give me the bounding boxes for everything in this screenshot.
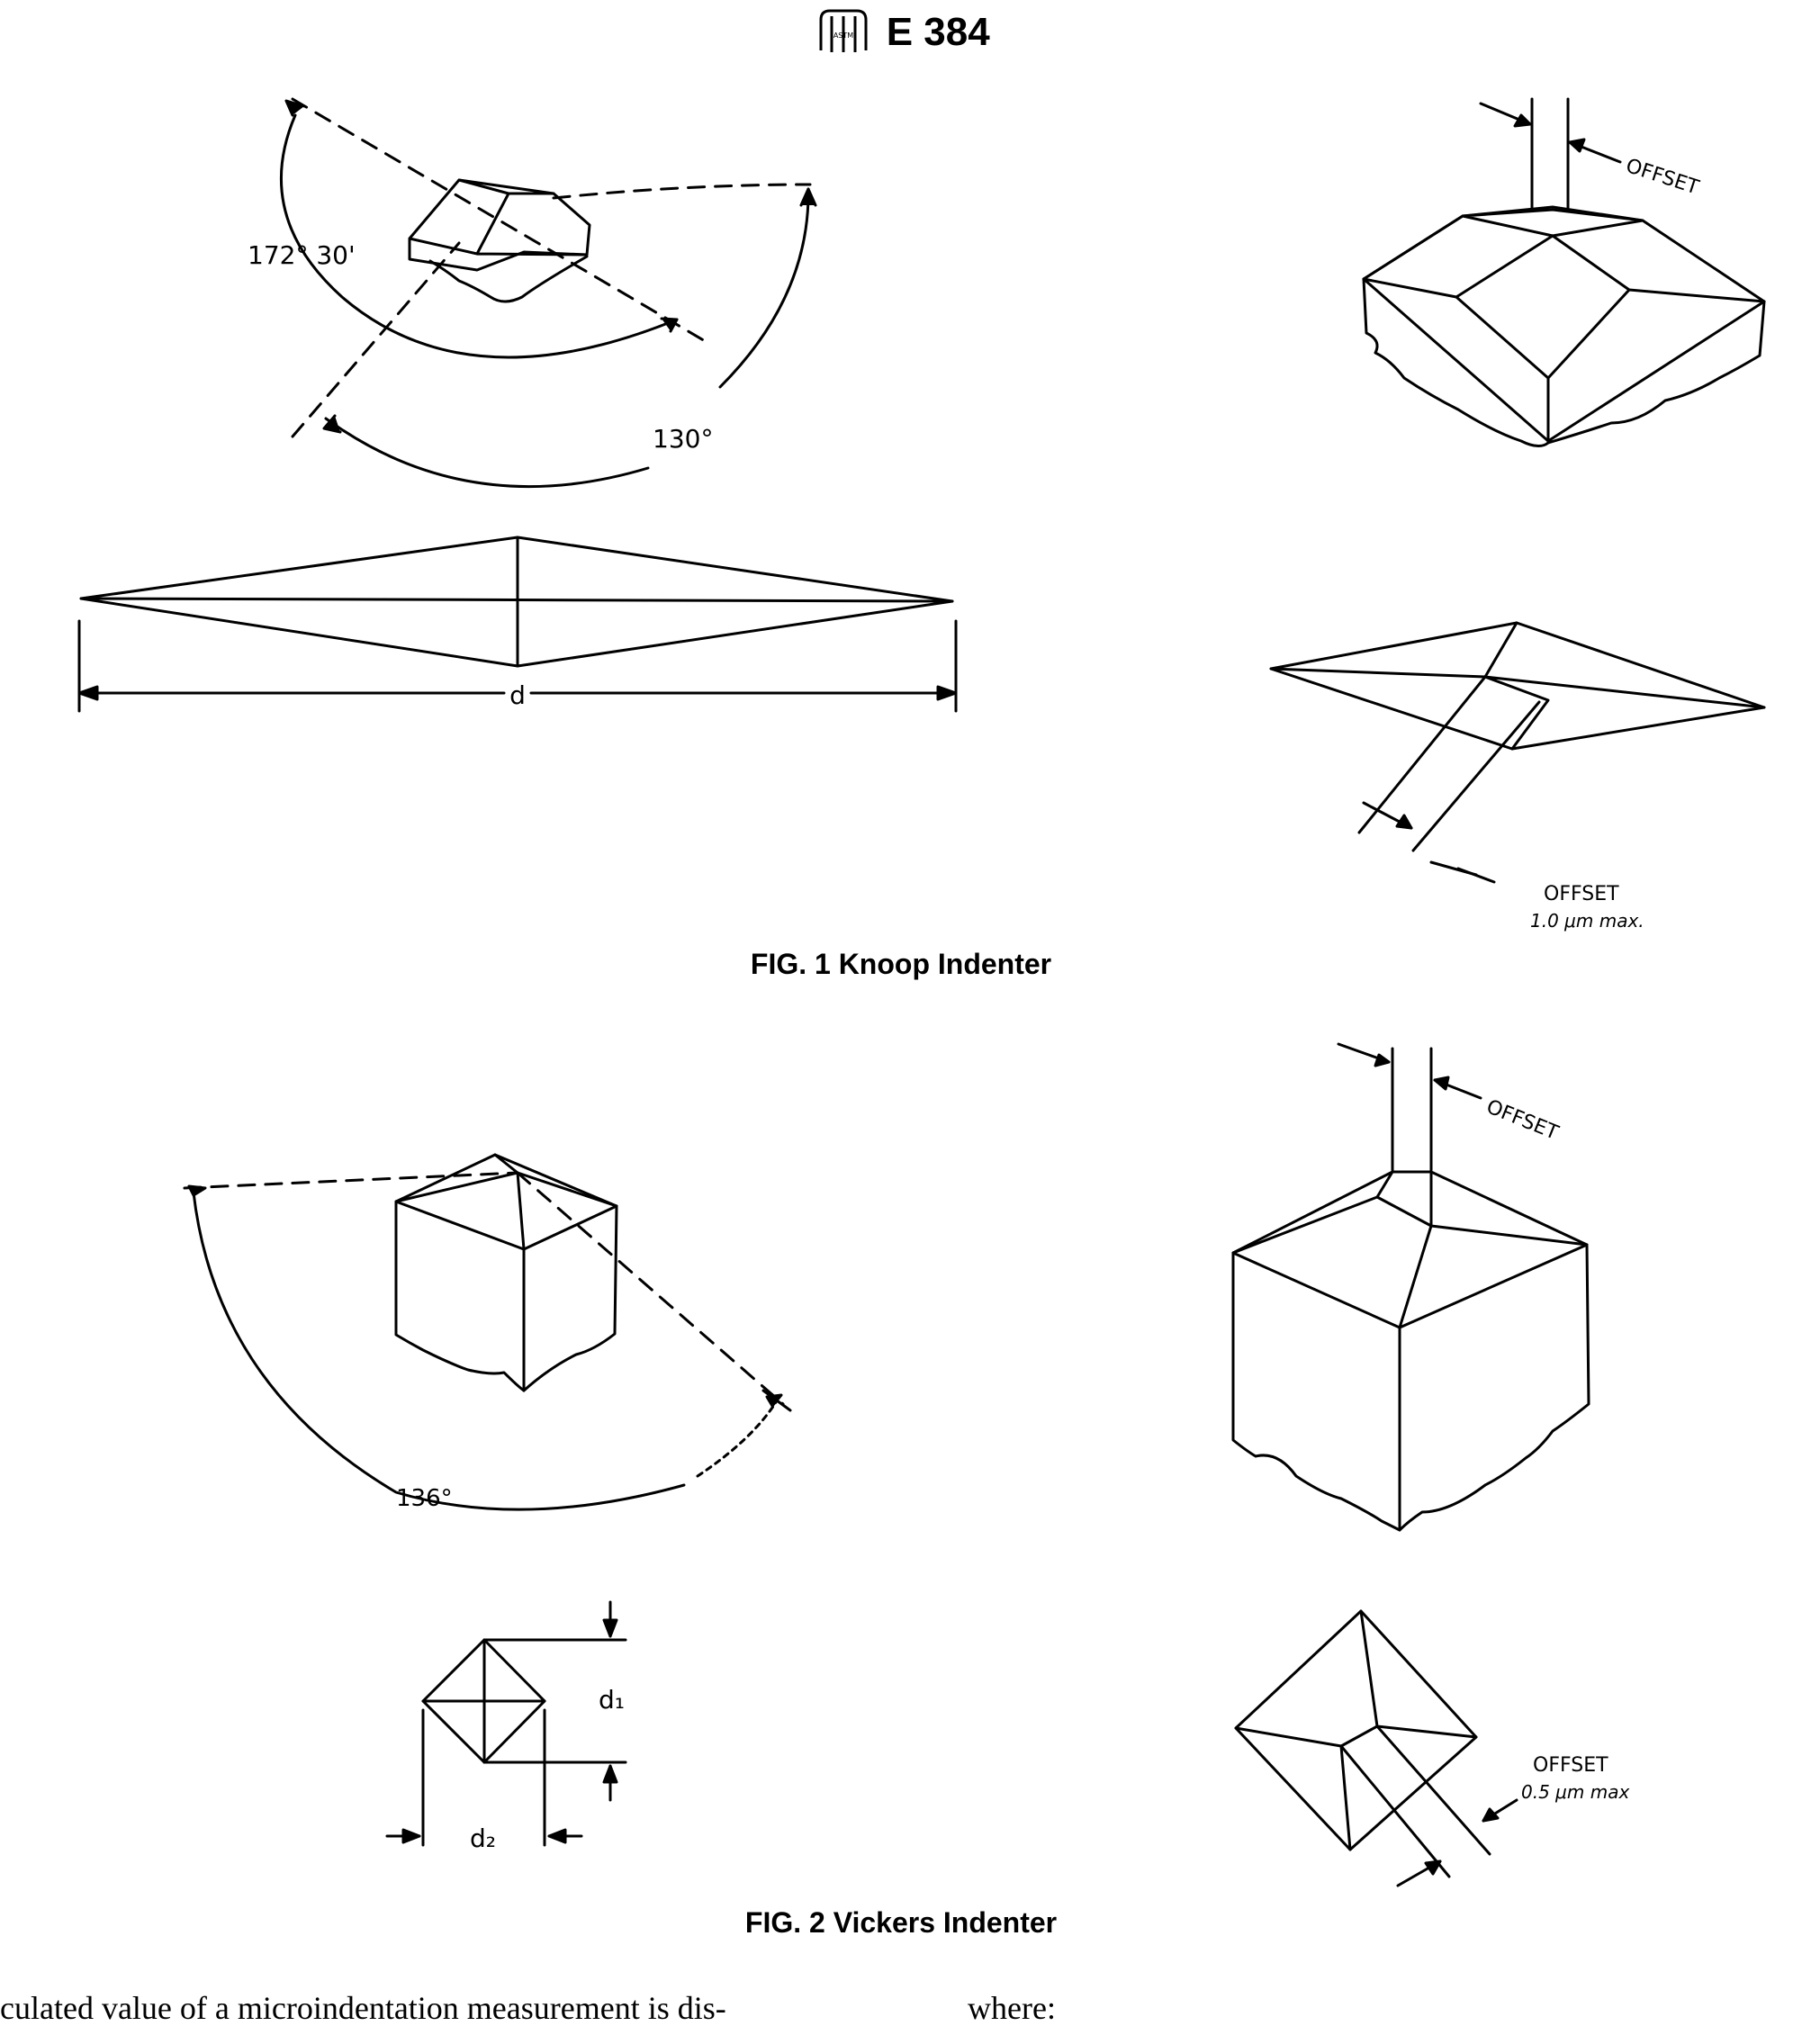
label-172-30: 172° 30' bbox=[248, 240, 356, 270]
knoop-offset-bottom-detail bbox=[1269, 621, 1766, 884]
label-130: 130° bbox=[653, 424, 713, 454]
knoop-top-view bbox=[77, 536, 958, 713]
label-offset-top: OFFSET bbox=[1623, 155, 1702, 200]
arc-130-bottom bbox=[324, 417, 650, 489]
vickers-perspective bbox=[183, 1153, 792, 1511]
vickers-offset-bottom-detail bbox=[1234, 1609, 1518, 1887]
label-d: d bbox=[509, 680, 526, 710]
label-offset-vickers-bottom-max: 0.5 μm max bbox=[1521, 1781, 1629, 1803]
label-136: 136° bbox=[396, 1485, 453, 1512]
label-d1: d₁ bbox=[599, 1685, 625, 1715]
vickers-offset-detail bbox=[1231, 1042, 1590, 1532]
vickers-top-view bbox=[385, 1600, 627, 1847]
standard-designation: E 384 bbox=[886, 10, 990, 54]
body-text-right: where: bbox=[968, 1990, 1056, 2026]
page-header: ASTM E 384 bbox=[0, 7, 1802, 58]
dashed-line-upper bbox=[552, 183, 812, 200]
label-d2: d₂ bbox=[470, 1823, 496, 1853]
fig1-caption: FIG. 1 Knoop Indenter bbox=[750, 948, 1052, 980]
astm-logo: ASTM bbox=[819, 9, 868, 52]
dashed-line-lower bbox=[291, 241, 461, 438]
knoop-offset-detail bbox=[1362, 97, 1766, 447]
knoop-rough-base bbox=[428, 255, 589, 303]
dashed-line-long-axis bbox=[291, 97, 708, 344]
body-text-left: culated value of a microindentation meas… bbox=[0, 1990, 726, 2026]
label-offset-vickers-top: OFFSET bbox=[1483, 1095, 1562, 1145]
logo-lettering: ASTM bbox=[833, 32, 853, 40]
fig2-caption: FIG. 2 Vickers Indenter bbox=[744, 1906, 1058, 1939]
knoop-perspective bbox=[279, 97, 817, 489]
arc-172 bbox=[279, 113, 679, 359]
label-offset-bottom: OFFSET bbox=[1544, 883, 1619, 905]
arc-130-right bbox=[718, 187, 810, 389]
label-offset-vickers-bottom: OFFSET bbox=[1533, 1754, 1608, 1777]
label-offset-bottom-max: 1.0 μm max. bbox=[1530, 910, 1644, 932]
